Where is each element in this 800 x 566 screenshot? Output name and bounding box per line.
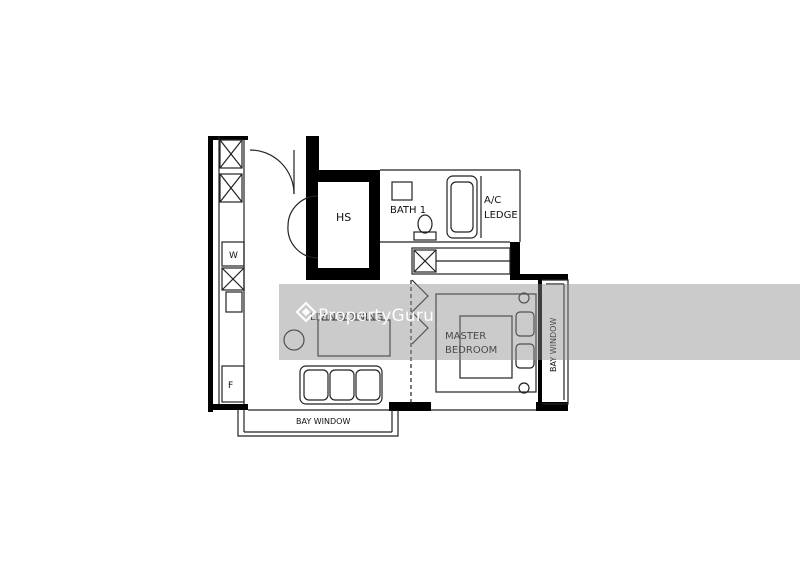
propertyguru-logo-icon xyxy=(296,302,316,322)
room-label-bath: BATH 1 xyxy=(390,205,426,216)
room-label-ac-ledge-1: A/C xyxy=(484,195,501,206)
structural-walls xyxy=(208,136,568,412)
bay-window-right-label: BAY WINDOW xyxy=(549,318,558,372)
room-label-master-1: MASTER xyxy=(445,331,486,342)
room-label-hs: HS xyxy=(336,211,351,224)
room-label-living-dining: LIVING/DINING xyxy=(310,312,383,323)
washer-label: W xyxy=(229,251,238,261)
watermark-brand: PropertyGuru xyxy=(318,306,435,326)
watermark-band xyxy=(279,284,800,360)
thin-lines xyxy=(218,136,569,437)
fridge-label: F xyxy=(228,381,233,391)
bay-window-bottom-label: BAY WINDOW xyxy=(296,417,350,426)
room-label-ac-ledge-2: LEDGE xyxy=(484,210,518,221)
room-label-master-2: BEDROOM xyxy=(445,345,497,356)
